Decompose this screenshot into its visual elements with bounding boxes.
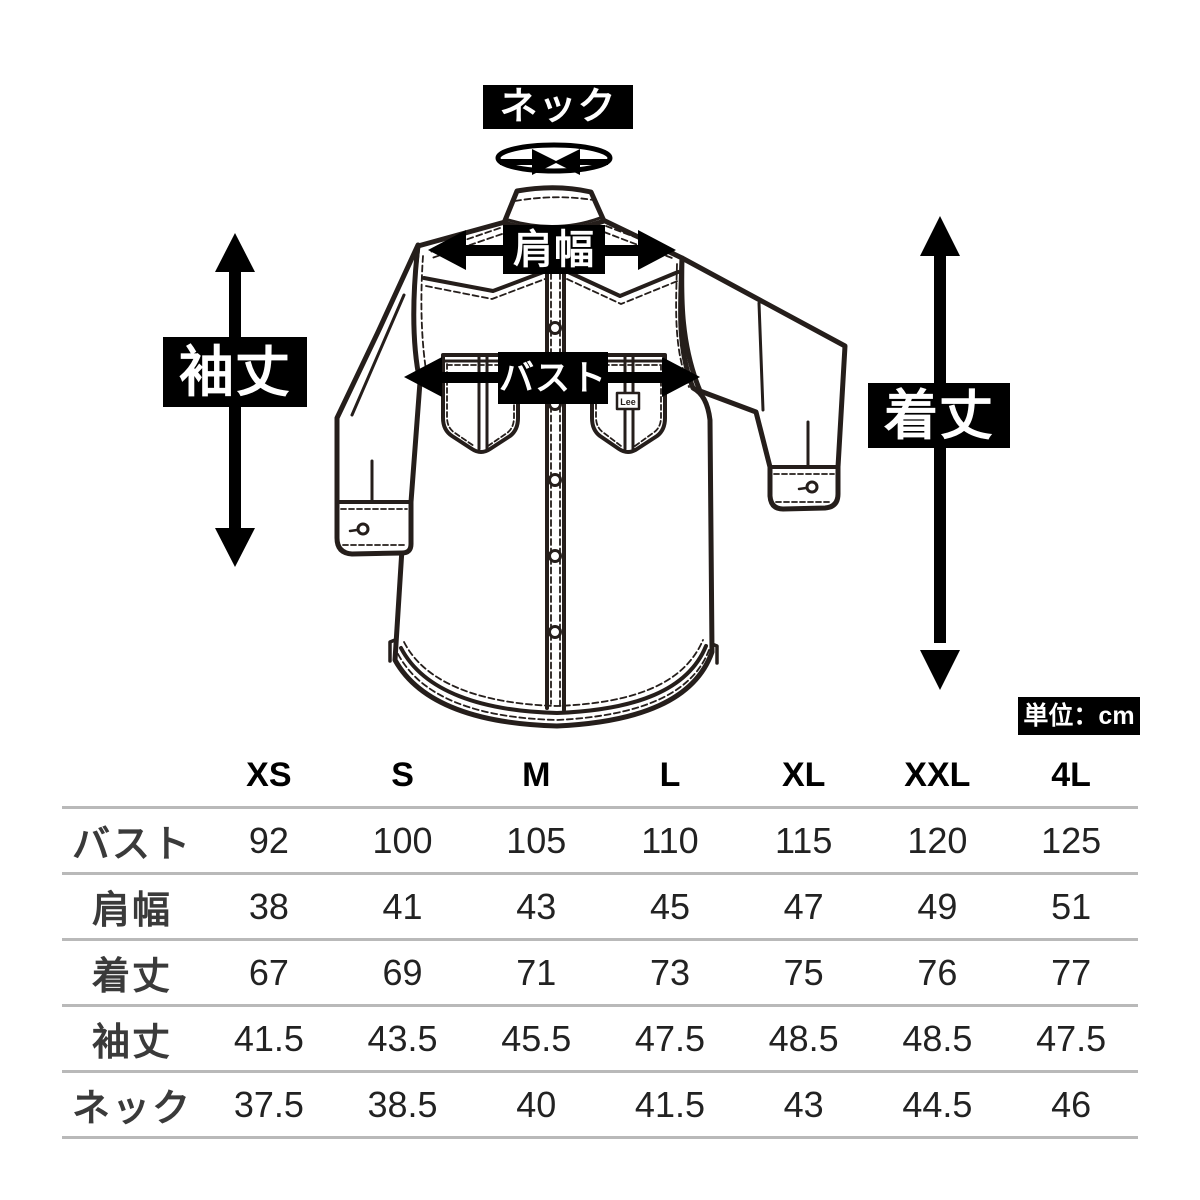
corner-cell xyxy=(62,745,202,809)
size-column-header: 4L xyxy=(1004,745,1138,809)
size-column-header: XS xyxy=(202,745,336,809)
size-value-cell: 110 xyxy=(603,807,737,875)
size-value-cell: 49 xyxy=(870,873,1005,941)
measurement-row-label: 肩幅 xyxy=(62,873,202,941)
size-table: XS S M L XL XXL 4L バスト 92 100 105 110 11… xyxy=(62,745,1138,1139)
size-value-cell: 120 xyxy=(870,807,1005,875)
size-value-cell: 43 xyxy=(469,873,604,941)
size-value-cell: 92 xyxy=(202,807,336,875)
size-value-cell: 71 xyxy=(469,939,604,1007)
table-row-neck: ネック 37.5 38.5 40 41.5 43 44.5 46 xyxy=(62,1071,1138,1139)
size-value-cell: 38.5 xyxy=(335,1071,470,1139)
size-value-cell: 43 xyxy=(736,1071,871,1139)
size-value-cell: 46 xyxy=(1004,1071,1138,1139)
size-value-cell: 105 xyxy=(469,807,604,875)
size-value-cell: 45.5 xyxy=(469,1005,604,1073)
size-column-header: XXL xyxy=(870,745,1005,809)
body-length-label: 着丈 xyxy=(868,383,1010,448)
size-value-cell: 44.5 xyxy=(870,1071,1005,1139)
measurement-row-label: バスト xyxy=(62,807,202,875)
body-length-arrow-icon xyxy=(920,216,960,690)
size-value-cell: 75 xyxy=(736,939,871,1007)
size-value-cell: 67 xyxy=(202,939,336,1007)
size-value-cell: 41.5 xyxy=(603,1071,737,1139)
size-value-cell: 40 xyxy=(469,1071,604,1139)
size-column-header: XL xyxy=(736,745,871,809)
measurement-row-label: ネック xyxy=(62,1071,202,1139)
left-sleeve xyxy=(334,242,423,557)
size-value-cell: 45 xyxy=(603,873,737,941)
pocket-brand-tag: Lee xyxy=(615,391,641,411)
right-sleeve xyxy=(679,255,848,512)
size-column-header: L xyxy=(603,745,737,809)
size-value-cell: 43.5 xyxy=(335,1005,470,1073)
unit-cm-badge: 単位：cm xyxy=(1018,697,1140,735)
size-value-cell: 69 xyxy=(335,939,470,1007)
measurement-row-label: 着丈 xyxy=(62,939,202,1007)
size-value-cell: 47.5 xyxy=(1004,1005,1138,1073)
size-value-cell: 41 xyxy=(335,873,470,941)
neck-label: ネック xyxy=(483,85,633,129)
size-value-cell: 47 xyxy=(736,873,871,941)
measurement-row-label: 袖丈 xyxy=(62,1005,202,1073)
size-value-cell: 73 xyxy=(603,939,737,1007)
size-value-cell: 48.5 xyxy=(870,1005,1005,1073)
yoke-seams xyxy=(422,225,681,305)
bust-label: バスト xyxy=(498,352,608,404)
size-value-cell: 38 xyxy=(202,873,336,941)
size-value-cell: 100 xyxy=(335,807,470,875)
size-value-cell: 47.5 xyxy=(603,1005,737,1073)
size-value-cell: 51 xyxy=(1004,873,1138,941)
size-column-header: M xyxy=(469,745,604,809)
svg-text:Lee: Lee xyxy=(620,397,636,407)
shirt-body xyxy=(388,217,719,729)
neck-girth-arrow-icon xyxy=(495,142,613,175)
table-row-length: 着丈 67 69 71 73 75 76 77 xyxy=(62,939,1138,1007)
size-value-cell: 37.5 xyxy=(202,1071,336,1139)
size-value-cell: 115 xyxy=(736,807,871,875)
table-row-bust: バスト 92 100 105 110 115 120 125 xyxy=(62,807,1138,875)
size-value-cell: 41.5 xyxy=(202,1005,336,1073)
size-value-cell: 48.5 xyxy=(736,1005,871,1073)
shoulder-width-label: 肩幅 xyxy=(503,225,605,274)
size-value-cell: 125 xyxy=(1004,807,1138,875)
size-column-header: S xyxy=(335,745,470,809)
sleeve-length-label: 袖丈 xyxy=(163,337,307,407)
size-value-cell: 77 xyxy=(1004,939,1138,1007)
table-row-sleeve: 袖丈 41.5 43.5 45.5 47.5 48.5 48.5 47.5 xyxy=(62,1005,1138,1073)
size-header-row: XS S M L XL XXL 4L xyxy=(62,745,1138,809)
table-row-shoulder: 肩幅 38 41 43 45 47 49 51 xyxy=(62,873,1138,941)
size-value-cell: 76 xyxy=(870,939,1005,1007)
